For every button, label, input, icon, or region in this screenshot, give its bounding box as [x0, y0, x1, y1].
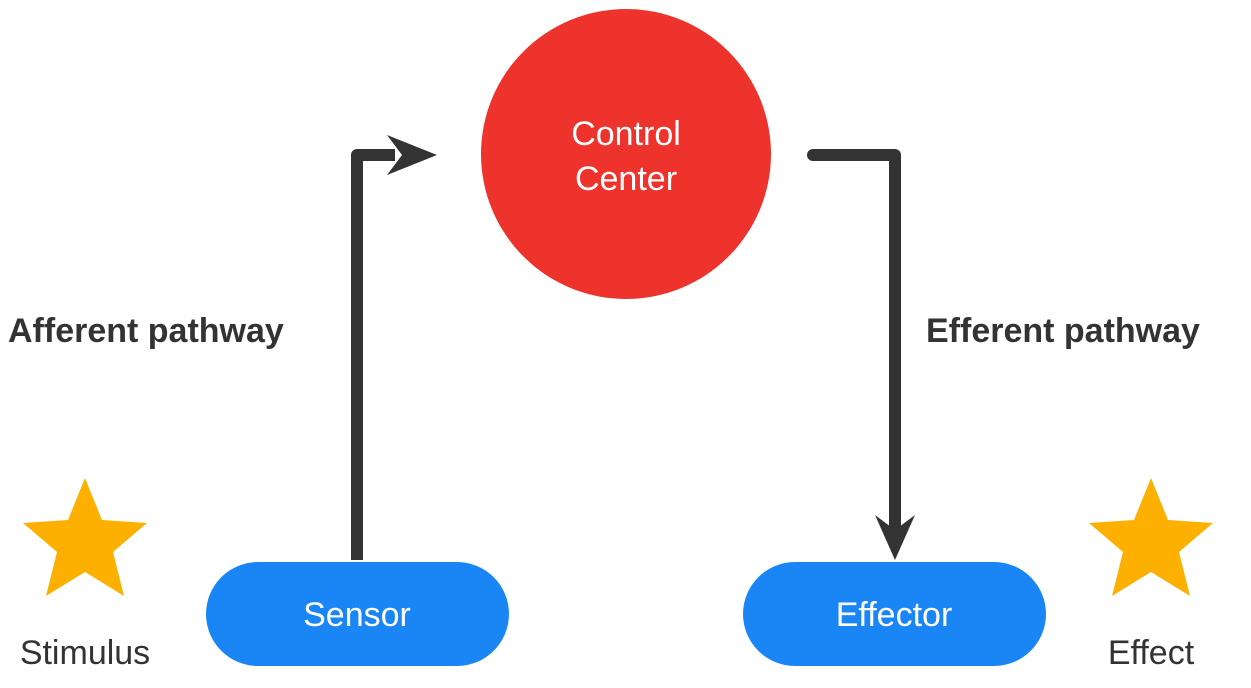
star-icon [1089, 478, 1213, 596]
effector-pill [743, 562, 1046, 666]
sensor-pill [206, 562, 509, 666]
effect-label: Effect [1108, 634, 1195, 672]
control-center-node: Control Center [481, 9, 771, 299]
control-center-label-line2: Center [575, 160, 677, 198]
afferent-arrow [351, 135, 437, 560]
control-center-circle [481, 9, 771, 299]
effector-node: Effector [743, 562, 1046, 666]
star-icon [23, 478, 147, 596]
afferent-arrow-line [351, 149, 395, 560]
sensor-node: Sensor [206, 562, 509, 666]
efferent-arrow [807, 149, 915, 560]
efferent-arrowhead [875, 515, 915, 560]
effector-label: Effector [836, 596, 953, 634]
efferent-arrow-line [807, 149, 901, 531]
stimulus-label: Stimulus [20, 634, 150, 672]
stimulus-group: Stimulus [20, 478, 150, 672]
sensor-label: Sensor [303, 596, 411, 634]
effect-group: Effect [1089, 478, 1213, 672]
afferent-pathway-label: Afferent pathway [8, 312, 284, 350]
control-center-label-line1: Control [571, 115, 681, 153]
afferent-arrowhead [387, 135, 437, 175]
efferent-pathway-label: Efferent pathway [926, 312, 1200, 350]
